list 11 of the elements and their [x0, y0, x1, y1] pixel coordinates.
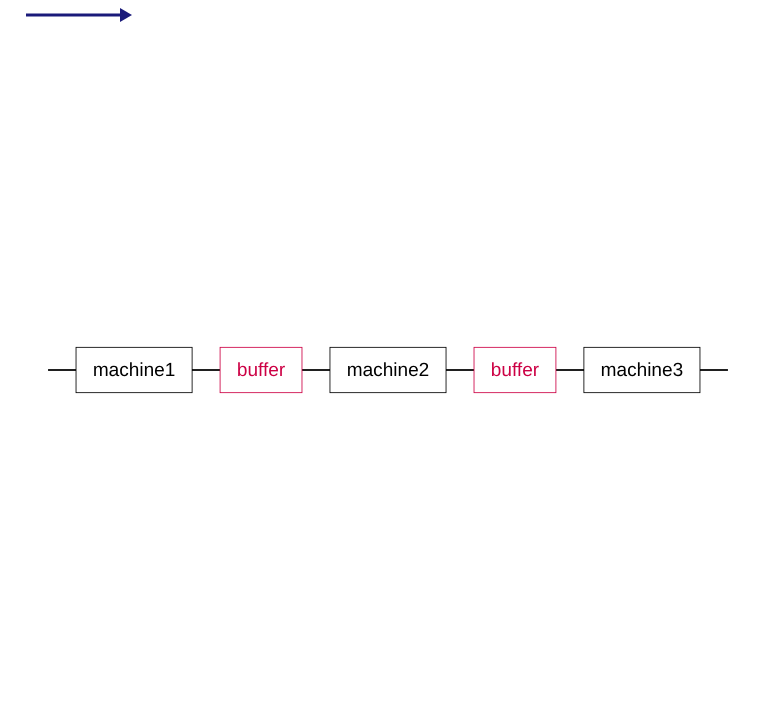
machine-box: machine2 [330, 346, 446, 394]
conveyor-line [700, 369, 728, 371]
conveyor-line [302, 369, 330, 371]
conveyor-line [446, 369, 474, 371]
buffer-box: buffer [220, 346, 302, 394]
machine-box: machine1 [76, 346, 193, 394]
conveyor-line [48, 369, 76, 371]
buffer-box: buffer [474, 346, 556, 394]
conveyor-line [556, 369, 584, 371]
machine-box: machine3 [583, 346, 700, 394]
conveyor-line [192, 369, 220, 371]
